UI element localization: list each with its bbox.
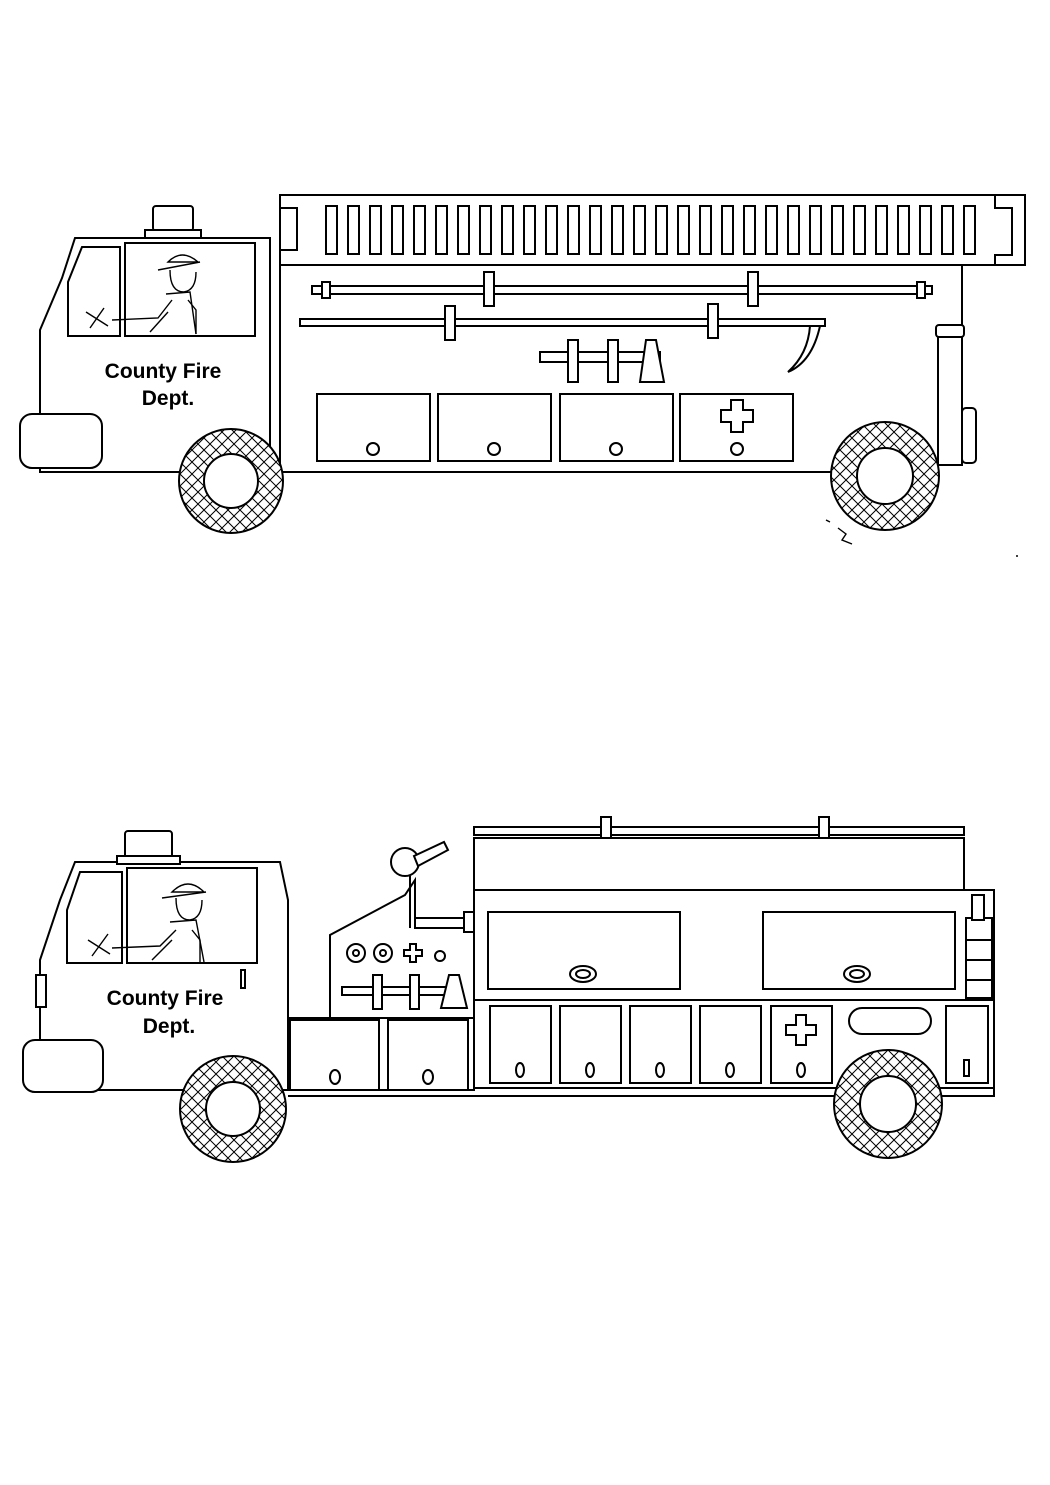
pressure-gauge-icon	[346, 943, 366, 963]
ladder-rung	[369, 205, 382, 255]
cab: County Fire Dept.	[19, 205, 271, 473]
ladder-rung	[435, 205, 448, 255]
rear-light-bar	[848, 1007, 932, 1035]
door-handle	[655, 1062, 665, 1078]
driver	[85, 254, 201, 335]
rear-wheel	[833, 1049, 943, 1159]
ladder-rung	[677, 205, 690, 255]
front-bumper	[19, 413, 103, 469]
ladder-rung	[501, 205, 514, 255]
ladder-rung	[523, 205, 536, 255]
ladder-rung	[413, 205, 426, 255]
driver	[87, 883, 207, 963]
ladder-rung	[479, 205, 492, 255]
compartment-door	[289, 1019, 380, 1091]
door-handle	[422, 1069, 434, 1085]
ladder-rung	[941, 205, 954, 255]
beacon-light	[124, 830, 173, 859]
ladder-rung	[699, 205, 712, 255]
door-handle	[240, 969, 246, 989]
ladder-rung	[457, 205, 470, 255]
ladder-rung	[655, 205, 668, 255]
side-marker-light	[35, 974, 47, 1008]
tool-rack	[539, 339, 666, 383]
ladder-rung	[919, 205, 932, 255]
cab: County Fire Dept.	[22, 830, 289, 1093]
front-bumper	[22, 1039, 104, 1093]
windshield	[66, 871, 123, 964]
door-text-line1: County Fire	[105, 360, 222, 383]
door-handle	[569, 965, 597, 983]
door-handle	[487, 442, 501, 456]
door-handle	[366, 442, 380, 456]
ladder-truck: County Fire Dept.	[19, 194, 1026, 557]
door-text-line1: County Fire	[107, 987, 224, 1010]
traffic-cone-icon	[439, 974, 469, 1009]
beacon-base	[116, 855, 181, 865]
side-window	[126, 867, 258, 964]
ladder-rung	[765, 205, 778, 255]
ladder-rung	[875, 205, 888, 255]
ladder-rung	[633, 205, 646, 255]
deck-gun-icon	[390, 847, 420, 877]
ladder-rung	[611, 205, 624, 255]
pumper-truck: County Fire Dept.	[22, 816, 995, 1163]
pike-pole-lower	[299, 303, 826, 373]
valve-icon	[403, 943, 423, 963]
door-handle	[585, 1062, 595, 1078]
pump-panel	[329, 840, 475, 1019]
door-handle	[730, 442, 744, 456]
front-wheel	[179, 1055, 287, 1163]
ladder-rung	[721, 205, 734, 255]
valve-icon	[434, 950, 446, 962]
ladder-rung	[325, 205, 338, 255]
front-wheel	[178, 428, 284, 534]
ground-specks	[825, 519, 1018, 557]
exhaust-pipe	[935, 324, 977, 466]
tank-body	[473, 837, 995, 1001]
ladder-rung	[743, 205, 756, 255]
door-handle	[725, 1062, 735, 1078]
ladder-rung	[391, 205, 404, 255]
door-handle	[329, 1069, 341, 1085]
ladder-rung	[831, 205, 844, 255]
ladder-rung	[545, 205, 558, 255]
ladder-rung	[589, 205, 602, 255]
windshield	[67, 246, 121, 337]
ladder-rung	[567, 205, 580, 255]
door-text-line2: Dept.	[142, 387, 195, 410]
beacon-light	[152, 205, 194, 232]
pike-pole-upper	[311, 271, 933, 307]
beacon-base	[144, 229, 202, 239]
door-handle	[963, 1059, 970, 1077]
pressure-gauge-icon	[373, 943, 393, 963]
ladder	[279, 194, 1026, 266]
medical-cross-icon	[720, 399, 754, 433]
rear-wheel	[830, 421, 940, 531]
chassis-line	[288, 1088, 995, 1097]
ladder-rung	[853, 205, 866, 255]
compartment-door	[629, 1005, 692, 1084]
compartments	[316, 393, 794, 462]
door-handle	[515, 1062, 525, 1078]
door-text-line2: Dept.	[143, 1015, 196, 1038]
traffic-cone-icon	[638, 339, 666, 383]
door-handle	[796, 1062, 806, 1078]
hook-icon	[787, 325, 822, 373]
door-handle	[609, 442, 623, 456]
ladder-rung	[347, 205, 360, 255]
extinguisher-icon	[965, 894, 993, 999]
ladder-rung	[897, 205, 910, 255]
ladder-rung	[809, 205, 822, 255]
door-handle	[843, 965, 871, 983]
ladder-rung	[787, 205, 800, 255]
medical-cross-icon	[785, 1014, 817, 1046]
ladder-rung	[963, 205, 976, 255]
roof-hose-rack	[473, 816, 965, 846]
